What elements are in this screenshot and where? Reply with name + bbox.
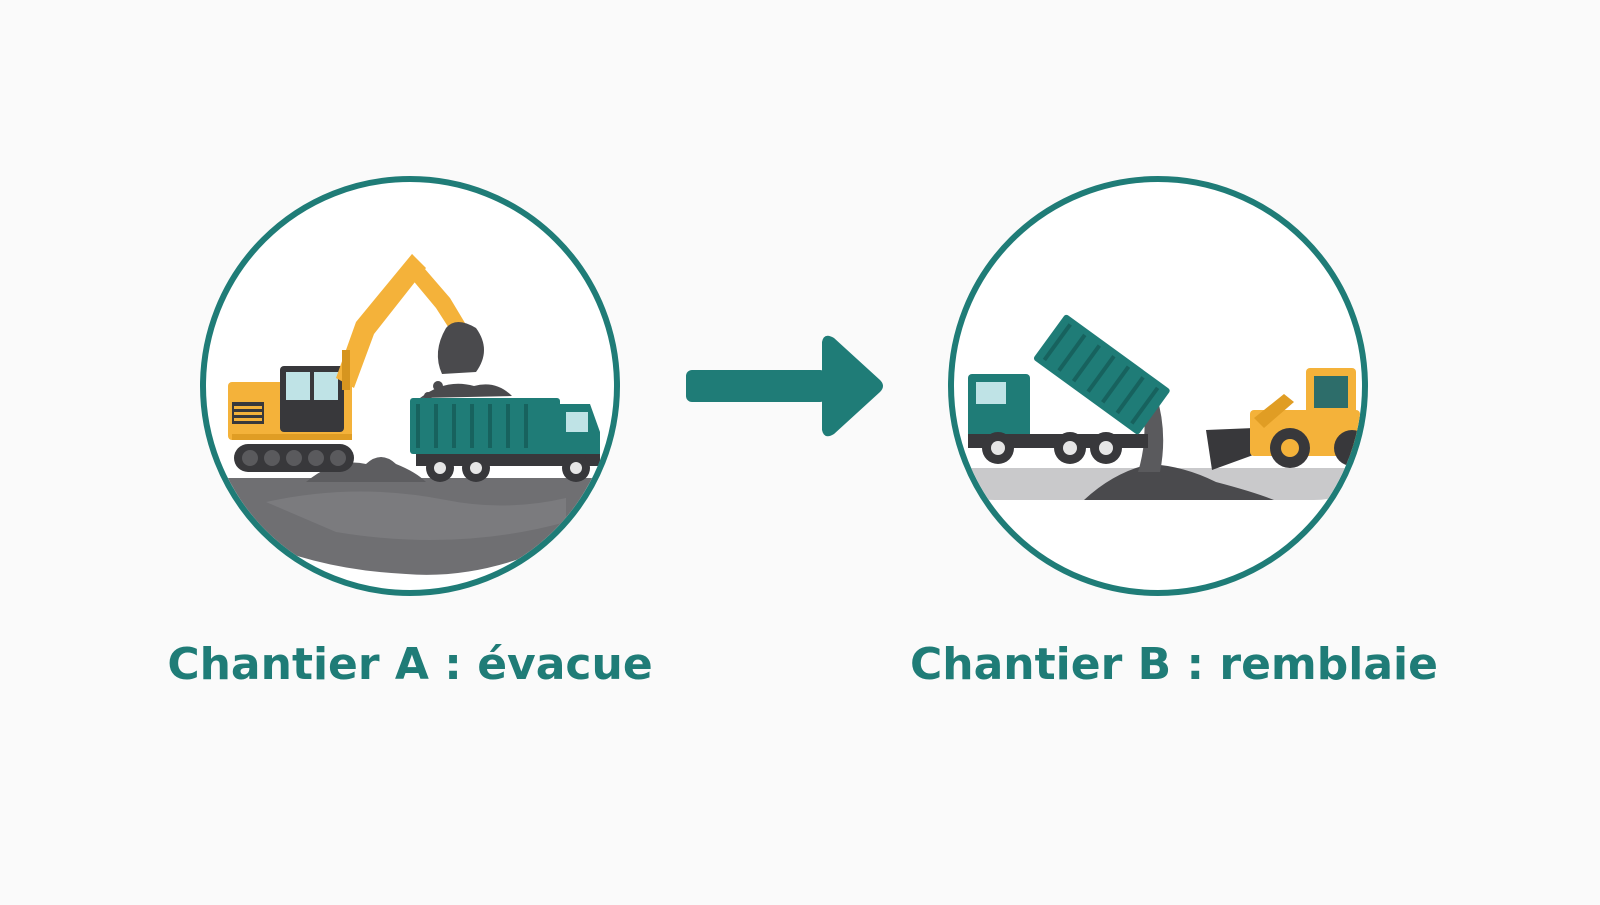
chantier-b-circle	[948, 176, 1368, 596]
dump-truck-icon	[410, 383, 600, 482]
dump-truck-tipping-icon	[968, 314, 1170, 464]
panel-chantier-b: Chantier B : remblaie	[900, 0, 1438, 905]
wheel-loader-icon	[1206, 368, 1362, 470]
ground-dirt-pile	[306, 457, 426, 482]
chantier-a-circle	[200, 176, 620, 596]
ground-shade	[266, 491, 566, 540]
excavator-icon	[228, 254, 484, 472]
chantier-a-label: Chantier A : évacue	[167, 639, 653, 690]
panel-chantier-a: Chantier A : évacue	[160, 0, 680, 905]
right-arrow-icon	[686, 335, 883, 437]
dump-unload-scene	[964, 314, 1362, 500]
excavator-loading-scene	[206, 254, 614, 575]
chantier-b-label: Chantier B : remblaie	[910, 639, 1438, 690]
dirt-pile	[1084, 464, 1274, 500]
